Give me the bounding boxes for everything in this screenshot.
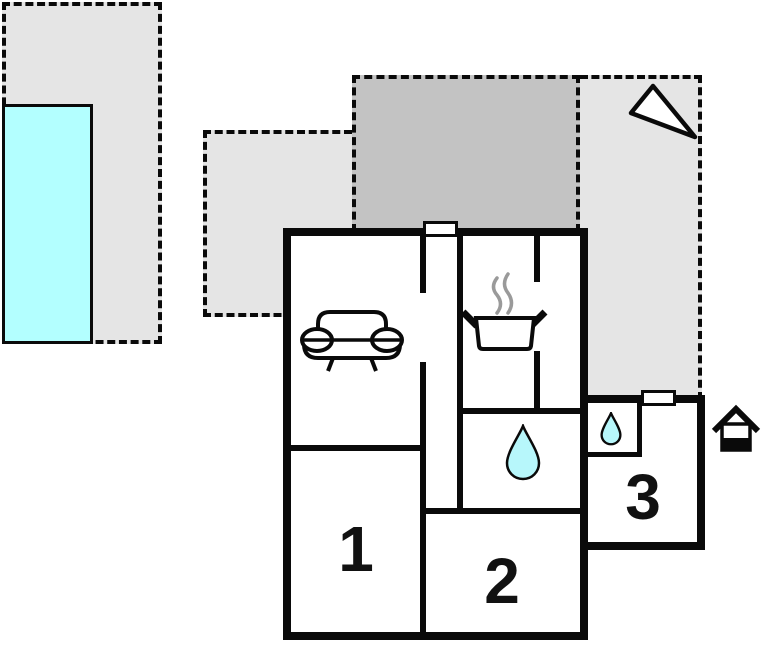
window-marker-extension <box>641 390 676 406</box>
water-drop-large-icon <box>505 424 541 481</box>
well-icon <box>711 404 761 452</box>
wall-room2-top <box>420 508 588 514</box>
swimming-pool <box>2 104 93 344</box>
wall-toilet-right <box>637 403 642 457</box>
wall-bathroom-top <box>457 408 588 414</box>
wall-room1-top <box>291 445 426 451</box>
room-2-label: 2 <box>484 545 520 617</box>
room-1-label: 1 <box>338 513 374 585</box>
room-3-label: 3 <box>625 461 661 533</box>
cooking-pot-icon <box>460 272 548 351</box>
water-drop-small-icon <box>600 412 622 446</box>
sofa-icon <box>300 310 404 372</box>
wall-kitchen-right-lower <box>534 351 540 408</box>
wall-toilet-bottom <box>585 452 642 457</box>
building-main <box>283 228 588 640</box>
wall-hall-lower <box>420 362 426 632</box>
steam-icon <box>491 272 514 315</box>
covered-terrace <box>352 75 580 232</box>
wall-kitchen-left <box>457 236 463 508</box>
window-marker-top <box>423 221 458 237</box>
wall-hall-upper <box>420 236 426 293</box>
north-arrow-icon <box>628 83 698 140</box>
wall-kitchen-right-upper <box>534 236 540 282</box>
